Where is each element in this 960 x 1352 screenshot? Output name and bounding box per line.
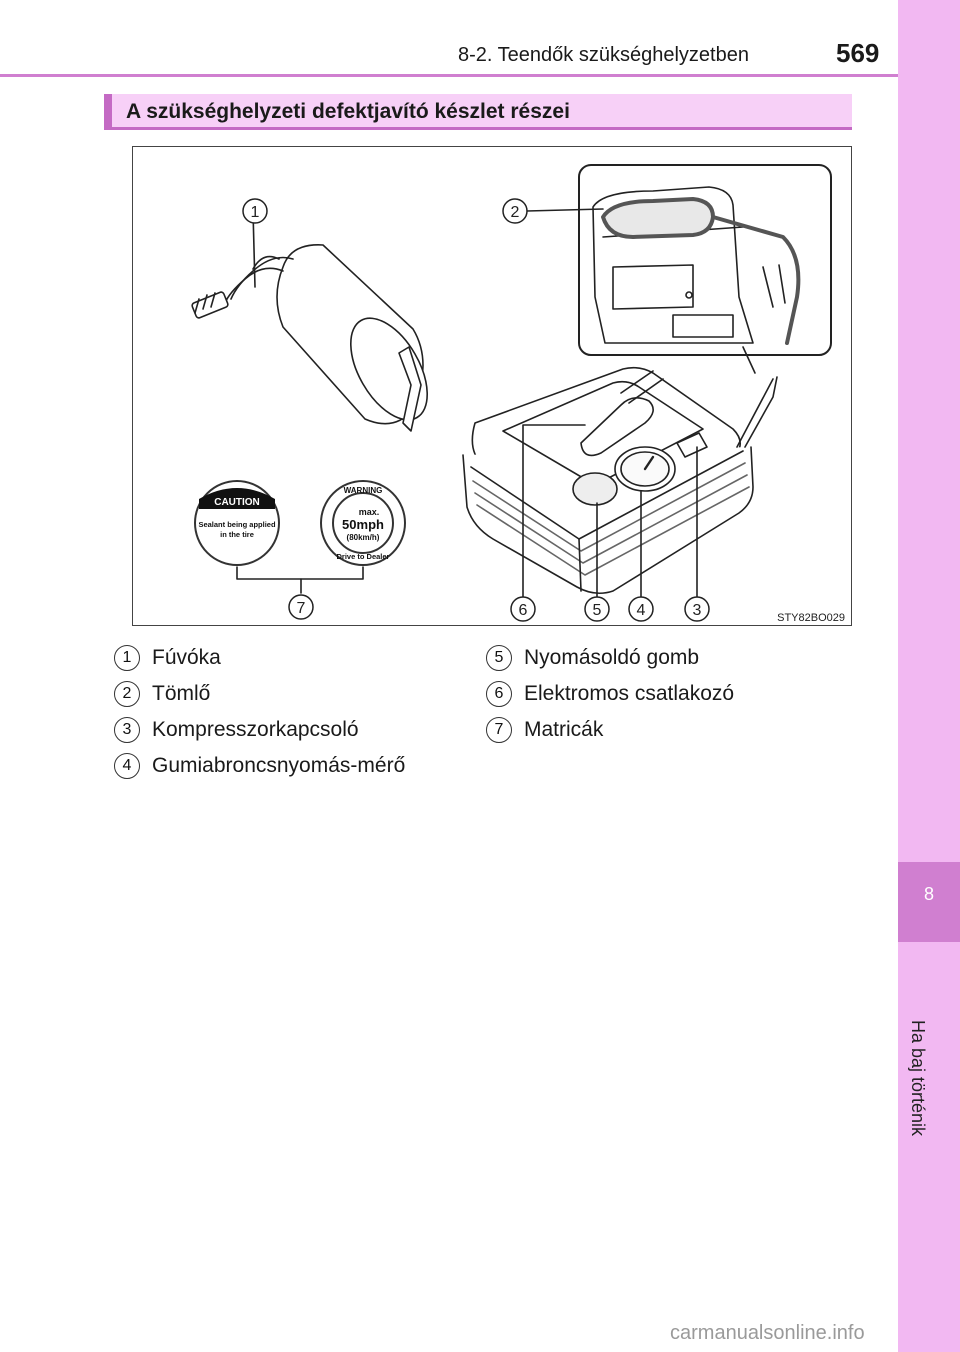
legend-number: 1	[114, 645, 140, 671]
warning-sticker-bottom: Drive to Dealer	[337, 552, 390, 561]
callout-4: 4	[628, 596, 654, 622]
legend-number: 2	[114, 681, 140, 707]
callout-6-label: 6	[519, 602, 528, 619]
callout-3-label: 3	[693, 602, 702, 619]
callout-3: 3	[684, 596, 710, 622]
callout-2-label: 2	[511, 204, 520, 221]
callout-2: 2	[502, 198, 528, 224]
legend-item-2: 2 Tömlő	[114, 680, 210, 708]
legend-label: Nyomásoldó gomb	[524, 646, 700, 669]
illustration-code: STY82BO029	[777, 612, 845, 624]
section-heading: A szükséghelyzeti defektjavító készlet r…	[104, 94, 852, 130]
legend-number: 5	[486, 645, 512, 671]
callout-markers: 1 2 3 4 5 6 7	[242, 198, 710, 622]
legend-label: Elektromos csatlakozó	[524, 682, 735, 705]
callout-6: 6	[510, 596, 536, 622]
callout-7-label: 7	[297, 600, 306, 617]
section-heading-text: A szükséghelyzeti defektjavító készlet r…	[126, 100, 570, 123]
caution-sticker-line2: in the tire	[220, 530, 254, 539]
page-number: 569	[836, 38, 880, 68]
warning-sticker: WARNING max. 50mph (80km/h) Drive to Dea…	[320, 480, 406, 566]
leader-lines	[236, 208, 778, 600]
warning-sticker-top: WARNING	[344, 486, 383, 495]
callout-5: 5	[584, 596, 610, 622]
running-header: 8-2. Teendők szükséghelyzetben	[458, 44, 749, 66]
legend-label: Kompresszorkapcsoló	[152, 718, 359, 741]
chapter-number: 8	[923, 884, 934, 904]
watermark: carmanualsonline.info	[670, 1322, 865, 1344]
chapter-label: Ha baj történik	[908, 1020, 928, 1137]
repair-kit-drawing: CAUTION Sealant being applied in the tir…	[191, 164, 845, 624]
callout-1: 1	[242, 198, 268, 224]
legend-number: 3	[114, 717, 140, 743]
legend-number: 7	[486, 717, 512, 743]
legend-item-6: 6 Elektromos csatlakozó	[486, 680, 734, 708]
chapter-number-box	[898, 862, 960, 942]
legend-item-3: 3 Kompresszorkapcsoló	[114, 716, 359, 744]
callout-5-label: 5	[593, 602, 602, 619]
legend-label: Matricák	[524, 718, 604, 741]
legend-number: 6	[486, 681, 512, 707]
legend-item-1: 1 Fúvóka	[114, 644, 221, 672]
callout-4-label: 4	[637, 602, 646, 619]
warning-sticker-max: max.	[359, 507, 380, 517]
warning-sticker-kmh: (80km/h)	[347, 533, 380, 542]
header-rule	[0, 74, 898, 77]
legend-item-4: 4 Gumiabroncsnyomás-mérő	[114, 752, 405, 780]
chapter-side-tab	[898, 0, 960, 1352]
warning-sticker-speed: 50mph	[342, 517, 384, 532]
caution-sticker-title: CAUTION	[214, 497, 260, 508]
legend-item-5: 5 Nyomásoldó gomb	[486, 644, 699, 672]
legend-item-7: 7 Matricák	[486, 716, 603, 744]
hose-inset-drawing	[578, 164, 832, 356]
legend-label: Tömlő	[152, 682, 211, 705]
legend-number: 4	[114, 753, 140, 779]
legend-label: Gumiabroncsnyomás-mérő	[152, 754, 406, 777]
repair-kit-illustration: CAUTION Sealant being applied in the tir…	[132, 146, 852, 626]
compressor-drawing	[462, 366, 774, 595]
callout-1-label: 1	[251, 204, 260, 221]
caution-sticker-line1: Sealant being applied	[198, 520, 276, 529]
sealant-bottle-drawing	[191, 244, 428, 432]
legend-label: Fúvóka	[152, 646, 221, 669]
callout-7: 7	[288, 594, 314, 620]
caution-sticker: CAUTION Sealant being applied in the tir…	[194, 480, 280, 566]
